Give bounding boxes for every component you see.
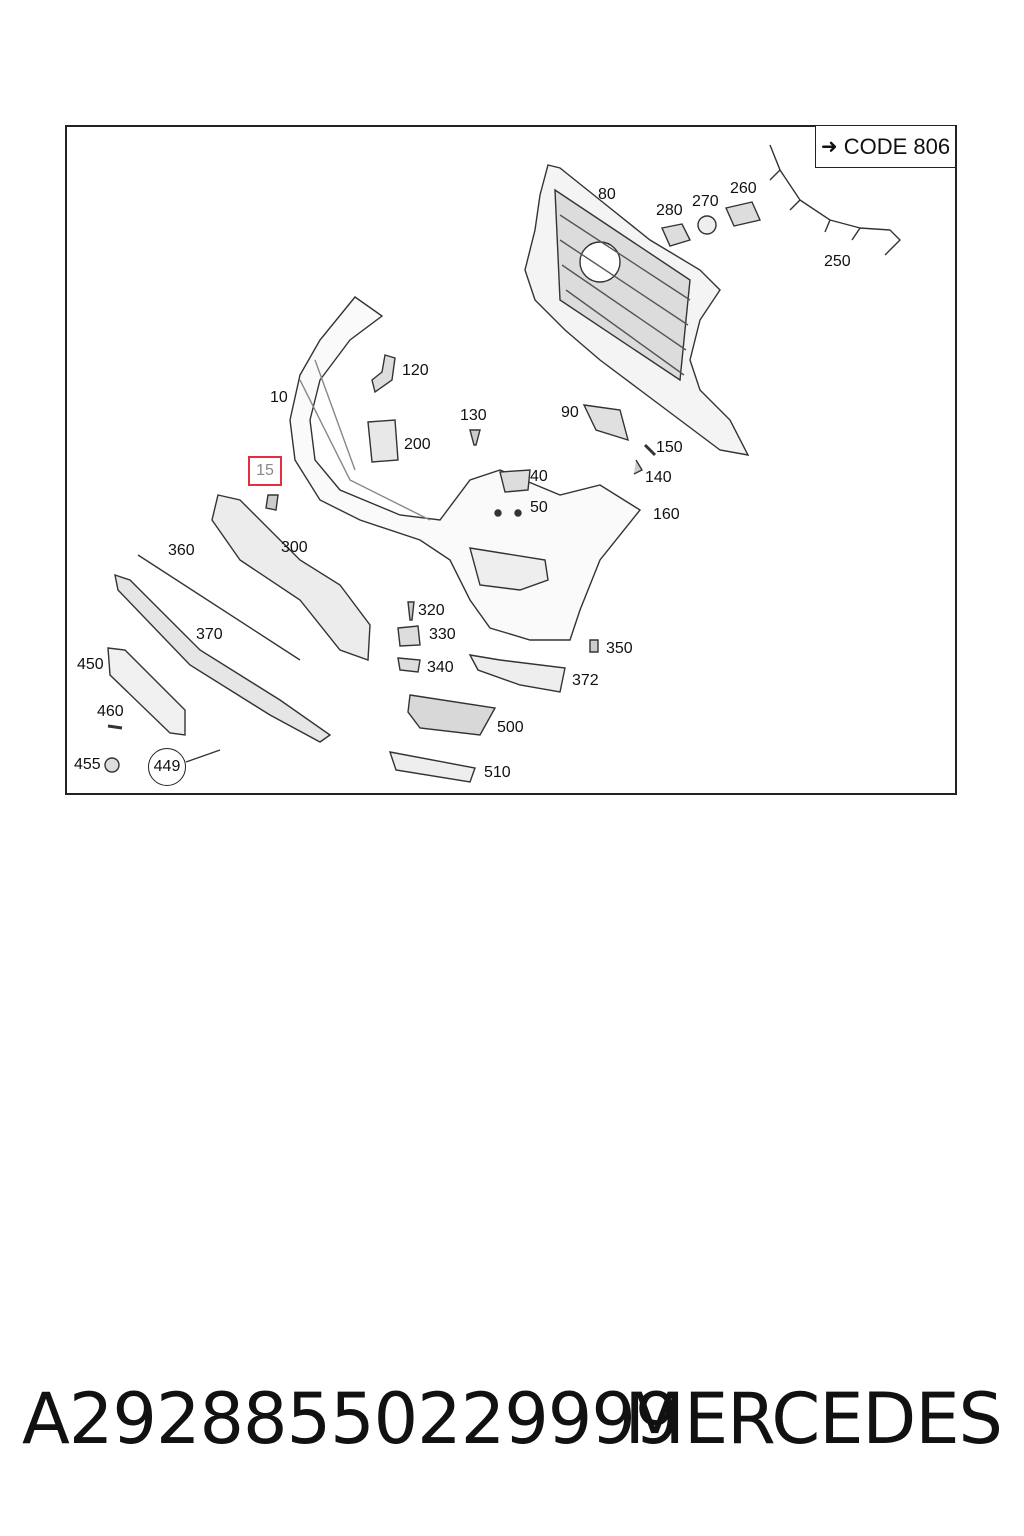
bracket-part-330 [397,625,421,647]
callout-455: 455 [74,756,101,773]
leader-line-449 [185,749,221,763]
callout-250: 250 [824,253,851,270]
callout-10: 10 [270,389,288,406]
callout-330: 330 [429,626,456,643]
callout-500: 500 [497,719,524,736]
callout-40: 40 [530,468,548,485]
callout-160: 160 [653,506,680,523]
callout-300: 300 [281,539,308,556]
ring-part-270 [697,215,717,235]
reinforcement-part-300 [211,494,371,661]
trim-part-372 [468,654,566,693]
callout-200: 200 [404,436,431,453]
callout-449-circled: 449 [148,748,186,786]
callout-450: 450 [77,656,104,673]
pin-part-150 [643,443,657,457]
cover-part-40 [499,469,531,493]
bumper-cover-part-10 [289,296,642,641]
nut-part-455 [104,757,120,773]
trim-part-370 [114,573,332,743]
callout-510: 510 [484,764,511,781]
callout-140: 140 [645,469,672,486]
callout-350: 350 [606,640,633,657]
code-label: CODE 806 [843,133,951,159]
code-806-box: ➜ CODE 806 [815,126,955,168]
bumper-exploded-diagram [104,144,901,783]
screw-part-50b [514,509,522,517]
callout-260: 260 [730,180,757,197]
trim-part-510 [388,751,476,783]
strip-part-360 [137,554,301,661]
callout-460: 460 [97,703,124,720]
callout-270: 270 [692,193,719,210]
callout-340: 340 [427,659,454,676]
callout-150: 150 [656,439,683,456]
module-part-200 [367,419,399,463]
grille-insert-part-90 [582,404,630,442]
callout-15-label: 15 [256,462,274,479]
part-number: A29288550229999 [22,1378,679,1460]
clip-part-350 [589,639,599,653]
diagram-frame [65,125,957,795]
callout-120: 120 [402,362,429,379]
clip-part-340 [397,657,421,673]
callout-320: 320 [418,602,445,619]
clip-part-15 [265,494,279,511]
callout-130: 130 [460,407,487,424]
callout-50: 50 [530,499,548,516]
callout-15-highlighted[interactable]: 15 [248,456,282,486]
brand-name: MERCEDES [624,1378,1003,1460]
callout-360: 360 [168,542,195,559]
sensor-holder-part-280 [661,223,691,247]
wiring-harness-part-250 [769,144,901,256]
screw-part-140 [633,459,643,475]
callout-90: 90 [561,404,579,421]
grille-part-80 [524,164,750,456]
sensor-part-260 [725,201,761,227]
callout-372: 372 [572,672,599,689]
bracket-part-120 [371,354,396,394]
screw-part-460 [107,724,123,730]
callout-370: 370 [196,626,223,643]
callout-280: 280 [656,202,683,219]
callout-80: 80 [598,186,616,203]
lower-grille-part-500 [407,694,497,736]
arrow-right-icon: ➜ [820,136,838,158]
plate-part-450 [107,647,186,736]
bolt-part-320 [407,601,415,621]
callout-449-label: 449 [153,758,181,775]
clip-part-130 [469,429,481,446]
screw-part-50a [494,509,502,517]
